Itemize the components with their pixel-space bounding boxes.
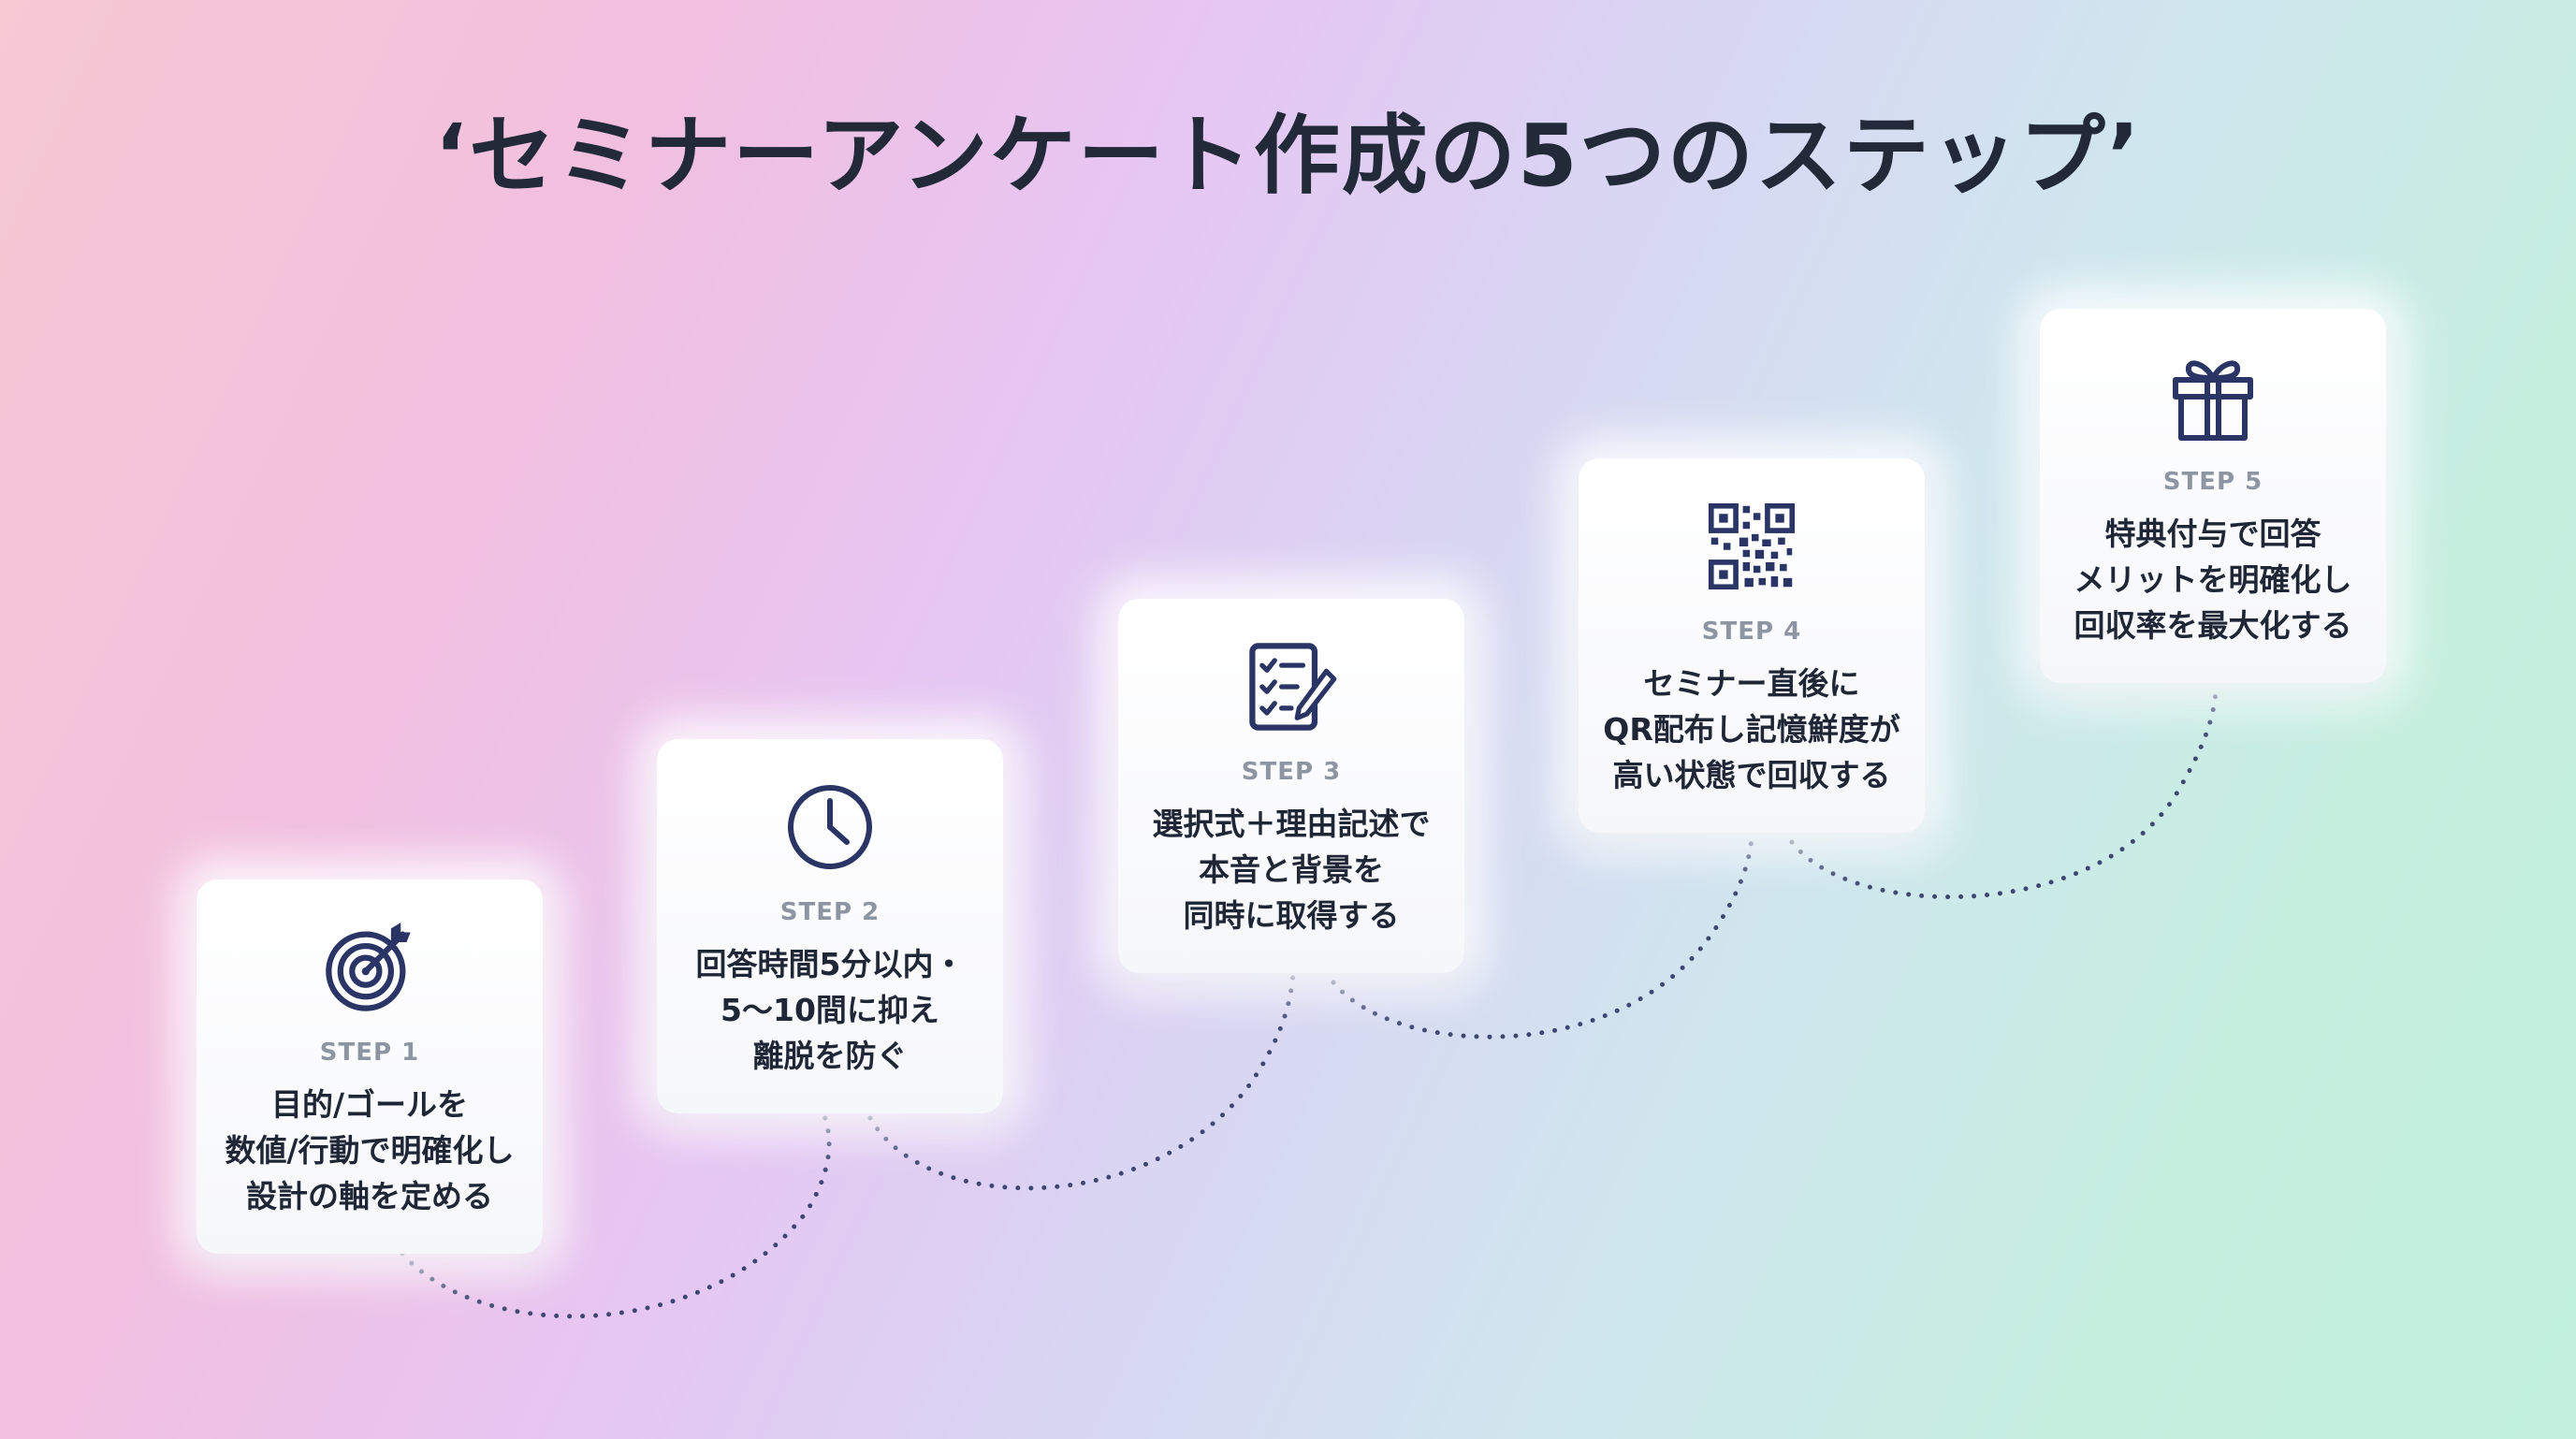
description-line: 数値/行動で明確化し: [225, 1132, 515, 1169]
description-line: 高い状態で回収する: [1612, 757, 1891, 793]
step-card-5: STEP 5 特典付与で回答 メリットを明確化し 回収率を最大化する: [2040, 309, 2386, 683]
description-line: 5〜10間に抑え: [720, 992, 939, 1028]
step-card-1: STEP 1 目的/ゴールを 数値/行動で明確化し 設計の軸を定める: [196, 879, 543, 1254]
connector-step1-step2: [400, 1111, 832, 1319]
description-line: メリットを明確化し: [2074, 561, 2352, 598]
description-line: 離脱を防ぐ: [752, 1038, 908, 1074]
connector-step3-step4: [1331, 835, 1754, 1039]
step-description: 選択式＋理由記述で 本音と背景を 同時に取得する: [1128, 801, 1455, 938]
qr-code-icon: [1579, 498, 1925, 595]
target-icon: [196, 919, 543, 1016]
description-line: 回収率を最大化する: [2074, 607, 2352, 644]
step-card-2: STEP 2 回答時間5分以内・ 5〜10間に抑え 離脱を防ぐ: [657, 739, 1003, 1113]
description-line: 本音と背景を: [1199, 851, 1384, 888]
step-label: STEP 4: [1701, 618, 1802, 646]
description-line: QR配布し記憶鮮度が: [1603, 711, 1900, 748]
description-line: 選択式＋理由記述で: [1152, 806, 1431, 842]
description-line: 回答時間5分以内・: [695, 946, 965, 982]
step-card-4: STEP 4 セミナー直後に QR配布し記憶鮮度が 高い状態で回収する: [1579, 458, 1925, 833]
gift-icon: [2040, 348, 2386, 445]
description-line: 目的/ゴールを: [270, 1086, 469, 1123]
connector-step4-step5: [1789, 690, 2219, 900]
description-line: 同時に取得する: [1183, 897, 1400, 934]
description-line: セミナー直後に: [1643, 665, 1860, 702]
step-label: STEP 5: [2162, 468, 2263, 496]
step-description: 特典付与で回答 メリットを明確化し 回収率を最大化する: [2049, 511, 2377, 648]
step-description: セミナー直後に QR配布し記憶鮮度が 高い状態で回収する: [1588, 661, 1915, 798]
step-description: 目的/ゴールを 数値/行動で明確化し 設計の軸を定める: [206, 1082, 533, 1219]
step-label: STEP 1: [319, 1039, 420, 1067]
page-title: ‘セミナーアンケート作成の5つのステップ’: [434, 106, 2142, 206]
description-line: 設計の軸を定める: [246, 1178, 493, 1214]
description-line: 特典付与で回答: [2104, 516, 2321, 552]
step-description: 回答時間5分以内・ 5〜10間に抑え 離脱を防ぐ: [666, 941, 994, 1079]
step-label: STEP 2: [779, 898, 880, 926]
step-card-3: STEP 3 選択式＋理由記述で 本音と背景を 同時に取得する: [1118, 599, 1464, 973]
checklist-icon: [1118, 638, 1464, 735]
clock-icon: [657, 778, 1003, 876]
step-label: STEP 3: [1241, 758, 1342, 786]
